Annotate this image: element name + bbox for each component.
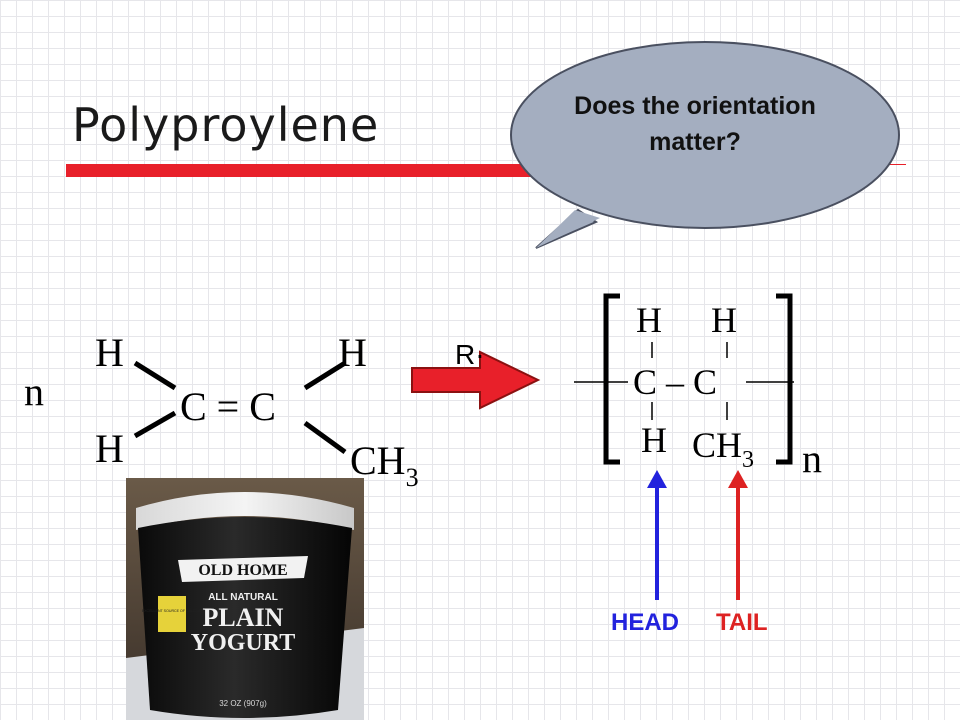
polymer-h-top-left: H <box>636 300 662 340</box>
monomer-ch-text: CH <box>350 438 406 483</box>
tail-arrow-tip <box>728 470 748 488</box>
yogurt-photo: OLD HOME ALL NATURAL PLAIN YOGURT 32 OZ … <box>126 478 364 720</box>
tail-label: TAIL <box>716 609 768 636</box>
bond-top-left <box>133 360 177 391</box>
monomer-ch3: CH3 <box>350 438 419 492</box>
yogurt-line-1: ALL NATURAL <box>208 592 278 603</box>
monomer-h-top-left: H <box>95 330 124 375</box>
bond-top-right <box>303 360 347 391</box>
calcium-badge-text: EXCELLENT SOURCE OF CALCIUM <box>142 609 202 613</box>
monomer-structure: n H H H C = C CH3 <box>24 330 419 492</box>
callout-bubble <box>510 41 900 249</box>
initiator-label: R· <box>455 339 485 370</box>
bond-bottom-right <box>303 420 347 455</box>
polymer-structure: H H C – C H CH3 n <box>574 293 822 481</box>
polymer-subscript-n: n <box>802 436 822 481</box>
title-underline-thick <box>66 164 576 177</box>
calcium-badge <box>158 596 186 632</box>
monomer-backbone: C = C <box>180 384 276 429</box>
lid <box>136 492 354 530</box>
brand-name: OLD HOME <box>198 562 287 579</box>
container-size: 32 OZ (907g) <box>219 699 267 708</box>
yogurt-line-2: PLAIN <box>203 603 284 632</box>
yogurt-line-3: YOGURT <box>191 630 296 656</box>
head-arrow <box>647 470 667 600</box>
slide-title: Polyproylene <box>72 98 380 152</box>
monomer-h-bottom-left: H <box>95 426 124 471</box>
polymer-ch-text: CH <box>692 425 742 465</box>
polymer-ch3: CH3 <box>692 425 754 473</box>
head-label: HEAD <box>611 609 680 636</box>
bracket-right <box>776 293 793 465</box>
reaction-arrow: R· <box>411 339 541 410</box>
monomer-coefficient: n <box>24 369 44 414</box>
bond-bottom-left <box>133 410 177 439</box>
callout-text: Does the orientation matter? <box>574 92 816 156</box>
callout-ellipse <box>510 41 900 229</box>
polymer-h-top-right: H <box>711 300 737 340</box>
brand-banner <box>178 556 308 582</box>
head-arrow-tip <box>647 470 667 488</box>
arrow-shape <box>411 350 541 410</box>
bracket-left <box>603 293 620 465</box>
tail-arrow <box>728 470 748 600</box>
monomer-h-top-right: H <box>338 330 367 375</box>
monomer-ch3-subscript: 3 <box>406 463 419 492</box>
polymer-h-bottom-left: H <box>641 420 667 460</box>
polymer-ch3-subscript: 3 <box>742 447 754 473</box>
polymer-backbone: C – C <box>633 362 717 402</box>
